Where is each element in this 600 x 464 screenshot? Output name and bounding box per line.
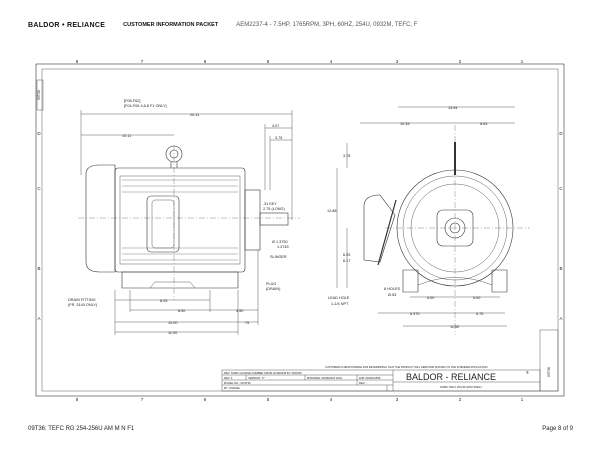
keyway-length: 2.75 (LONG) xyxy=(263,207,285,211)
slinger-label: SLINGER xyxy=(270,255,287,259)
dim-5-75: 5.75 xyxy=(476,312,483,316)
company-name: BALDOR - RELIANCE xyxy=(406,372,496,382)
end-view-dimensions xyxy=(336,106,515,327)
disclaimer: CUSTOMER IS RESPONSIBLE FOR DETERMINING … xyxy=(325,365,488,369)
dim-6-63: 6.63 xyxy=(480,122,487,126)
lead-hole: LEAD HOLE xyxy=(328,296,350,300)
dim-13-94: 13.94 xyxy=(448,106,458,110)
right-zone-row: A xyxy=(559,316,562,321)
model-number: MODEL NO.: 09-9T36 xyxy=(224,381,251,385)
left-zone-row: C xyxy=(37,186,41,191)
note-line2: [F04-F06 4,6,8 F1 ONLY] xyxy=(124,104,167,108)
rev: REV: F xyxy=(224,376,233,380)
dim-10-00: 10.00 xyxy=(168,321,178,325)
bottom-zone-column: 4 xyxy=(330,397,333,402)
footer-doc-id: 09T36: TEFC RG 254-256U AM M N F1 xyxy=(28,426,135,432)
top-zone-column: 6 xyxy=(204,59,207,64)
bottom-zone-column: 7 xyxy=(141,397,144,402)
top-zone-column: 2 xyxy=(459,59,462,64)
footer-page-number: Page 8 of 9 xyxy=(542,426,573,432)
packet-title: CUSTOMER INFORMATION PACKET xyxy=(123,22,219,28)
dim-8-50: 8.50 xyxy=(178,309,185,313)
dim-5-00a: 5.00 xyxy=(427,296,434,300)
dim-6-17: 6.17 xyxy=(343,259,350,263)
drawing-frame xyxy=(35,63,565,397)
dim-5-00b: 5.00 xyxy=(473,296,480,300)
dim-3-78: 3.78 xyxy=(343,154,350,158)
dim-4-07: 4.07 xyxy=(272,124,279,128)
title-block xyxy=(221,329,559,392)
top-zone-column: 8 xyxy=(76,59,79,64)
note-line1: [F08-F62] xyxy=(124,99,140,103)
left-zone-row: A xyxy=(37,316,40,321)
side-tab-box xyxy=(36,79,44,111)
baldor-logo: BALDOR • RELIANCE xyxy=(28,21,106,29)
drawing-subtitle: NOBC TEFC 254-56 (DIM SPEC) xyxy=(440,385,482,389)
top-zone-column: 1 xyxy=(521,59,524,64)
drain-label2: (FR. 3140 ONLY) xyxy=(68,303,98,307)
bottom-zone-column: 6 xyxy=(204,397,207,402)
top-zone-column: 4 xyxy=(330,59,333,64)
drain-label: DRAIN FITTING xyxy=(68,298,96,302)
right-zone-row: B xyxy=(559,266,562,271)
shaft-dia2: 1.3745 xyxy=(277,245,289,249)
dim-11-00: 11.00 xyxy=(168,331,177,335)
dim-12-88: 12.88 xyxy=(327,209,337,213)
top-zone-column: 3 xyxy=(396,59,399,64)
holes-dia: Ø.53 xyxy=(388,293,396,297)
side-tab: 09T36 xyxy=(37,90,41,100)
dim-3-75: 3.75 xyxy=(275,136,282,140)
motor-description: AEM2237-4 - 7.5HP, 1765RPM, 3PH, 60HZ, 2… xyxy=(236,22,418,28)
rev2: REV: - xyxy=(359,381,367,385)
dim-6-25: 6.25 xyxy=(343,253,350,257)
dim-6-375: 6.375 xyxy=(410,312,420,316)
dim-half: 10.11 xyxy=(122,134,131,138)
bottom-zone-column: 3 xyxy=(396,397,399,402)
side-view-motor xyxy=(78,145,300,300)
shaft-dia1: Ø 1.3750 xyxy=(272,240,288,244)
registered-mark: ® xyxy=(526,370,529,375)
left-zone-row: B xyxy=(37,266,40,271)
drawing-inner-frame xyxy=(41,68,559,392)
dim-11-50: 11.50 xyxy=(450,325,459,329)
right-tab: 09T36 xyxy=(547,367,551,377)
keyway: .31 KEY xyxy=(263,202,277,206)
bottom-zone-column: 1 xyxy=(521,397,524,402)
right-zone-row: C xyxy=(559,186,563,191)
dim-overall: 20.11 xyxy=(190,113,199,117)
version: VERSION: 77 xyxy=(248,376,265,380)
rev-note: REV: NOBC CHANGE NUMBER FROM 10/18/2018 … xyxy=(224,371,302,375)
top-zone-column: 7 xyxy=(141,59,144,64)
dim-number: DIM: 0040214508 xyxy=(359,376,381,380)
page-header: BALDOR • RELIANCE CUSTOMER INFORMATION P… xyxy=(28,19,417,31)
modified: MODIFIED: 06/08/2019 2019 xyxy=(307,376,342,380)
lead-hole-size: 1-1/4 NPT xyxy=(331,302,349,306)
dim-4-50: 4.50 xyxy=(236,309,243,313)
right-zone-row: D xyxy=(559,131,563,136)
dim-8-25: 8.25 xyxy=(160,299,167,303)
bottom-zone-column: 2 xyxy=(459,397,462,402)
plug-label2: (DRAIN) xyxy=(266,287,281,291)
top-zone-column: 5 xyxy=(267,59,270,64)
holes: 8 HOLES xyxy=(384,287,401,291)
end-view-motor xyxy=(363,125,530,335)
left-zone-row: D xyxy=(37,131,41,136)
dim-75: .75 xyxy=(244,321,249,325)
drawn-by: BY: LINDSEL xyxy=(224,386,241,390)
bottom-zone-column: 5 xyxy=(267,397,270,402)
side-view-dimensions xyxy=(80,110,293,335)
bottom-zone-column: 8 xyxy=(76,397,79,402)
dim-10-33: 10.33 xyxy=(400,122,410,126)
plug-label: PLUG xyxy=(266,282,276,286)
